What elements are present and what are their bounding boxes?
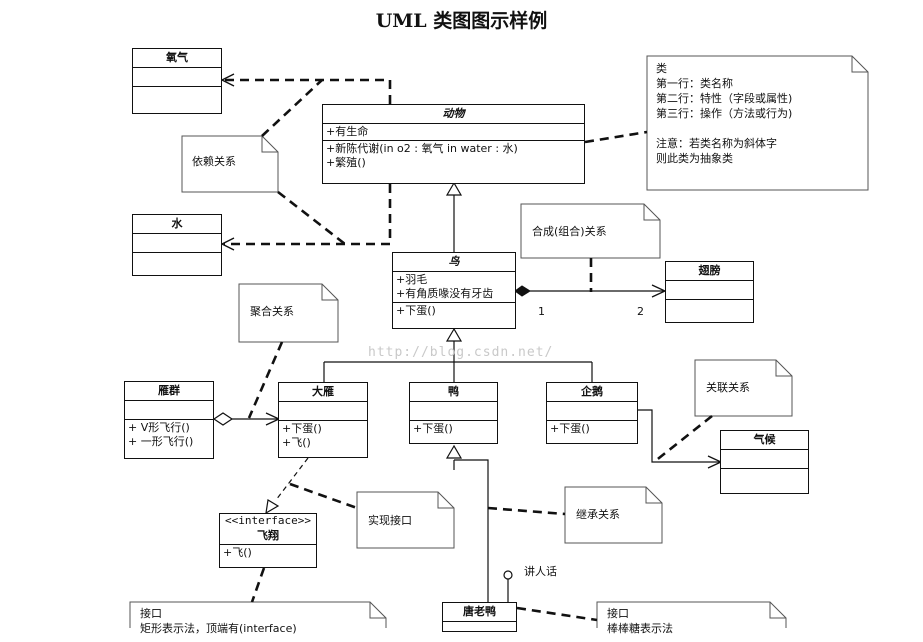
class-animal-name: 动物 [323, 105, 584, 124]
animal-attribute: +有生命 [326, 125, 369, 138]
fly-operation: +飞() [223, 546, 252, 559]
class-goose: 大雁 +下蛋() +飞() [278, 382, 368, 458]
realization-triangle [265, 499, 280, 515]
inheritance-note: 继承关系 [576, 508, 620, 521]
lollipop-note: 接口 棒棒糖表示法 [607, 607, 673, 635]
inheritance-triangle-animal [445, 181, 463, 196]
class-fly-name: 飞翔 [220, 528, 316, 545]
class-flock-name: 雁群 [125, 382, 213, 401]
class-note-shape [646, 55, 869, 191]
goose-operation: +下蛋() [282, 422, 322, 435]
dependency-note: 依赖关系 [192, 155, 236, 168]
inheritance-triangle-bird [445, 327, 463, 342]
class-water-name: 水 [133, 215, 221, 234]
aggregation-diamond [212, 412, 234, 426]
diagram-title: UML 类图图示样例 [375, 10, 548, 32]
lollipop-interface [503, 570, 513, 580]
association-note: 关联关系 [706, 381, 750, 394]
composition-note-shape [520, 203, 661, 259]
class-wing: 翅膀 [665, 261, 754, 323]
class-duck: 鸭 +下蛋() [409, 382, 498, 444]
connectors-layer [129, 55, 869, 628]
bird-attribute: +有角质喙没有牙齿 [396, 287, 494, 300]
class-bird: 鸟 +羽毛 +有角质喙没有牙齿 +下蛋() [392, 252, 516, 329]
multiplicity-2: 2 [637, 305, 644, 318]
composition-note: 合成(组合)关系 [532, 225, 607, 238]
multiplicity-1: 1 [538, 305, 545, 318]
class-animal: 动物 +有生命 +新陈代谢(in o2 : 氧气 in water : 水) +… [322, 104, 585, 184]
duck-operation: +下蛋() [413, 422, 453, 435]
watermark: http://blog.csdn.net/ [368, 345, 554, 360]
class-penguin-name: 企鹅 [547, 383, 637, 402]
class-wing-name: 翅膀 [666, 262, 753, 281]
class-penguin: 企鹅 +下蛋() [546, 382, 638, 444]
class-goose-name: 大雁 [279, 383, 367, 402]
aggregation-note-shape [238, 283, 339, 343]
interface-stereotype: <<interface>> [224, 514, 312, 527]
class-donald-name: 唐老鸭 [443, 603, 516, 622]
lollipop-label: 讲人话 [524, 565, 557, 578]
class-fly-interface: <<interface>> 飞翔 +飞() [219, 513, 317, 568]
interface-note: 接口 矩形表示法，顶端有(interface) [140, 607, 297, 635]
interface-note-shape [129, 601, 387, 628]
class-climate: 气候 [720, 430, 809, 494]
realization-note: 实现接口 [368, 514, 412, 527]
class-flock: 雁群 + V形飞行() + 一形飞行() [124, 381, 214, 459]
class-bird-name: 鸟 [393, 253, 515, 272]
dependency-note-shape [181, 135, 279, 193]
realization-note-shape [356, 491, 455, 549]
class-climate-name: 气候 [721, 431, 808, 450]
bird-operation: +下蛋() [396, 304, 436, 317]
class-duck-name: 鸭 [410, 383, 497, 402]
goose-operation: +飞() [282, 436, 311, 449]
composition-diamond [514, 285, 531, 297]
penguin-operation: +下蛋() [550, 422, 590, 435]
association-note-shape [694, 359, 793, 417]
class-donald-duck: 唐老鸭 [442, 602, 517, 632]
animal-operation: +新陈代谢(in o2 : 氧气 in water : 水) [326, 142, 518, 155]
animal-operation: +繁殖() [326, 156, 366, 169]
class-oxygen: 氧气 [132, 48, 222, 114]
class-oxygen-name: 氧气 [133, 49, 221, 68]
lollipop-note-shape [596, 601, 787, 628]
class-note: 类 第一行：类名称 第二行：特性（字段或属性) 第三行：操作（方法或行为) 注意… [656, 62, 793, 165]
inheritance-triangle-duck [445, 444, 463, 459]
flock-operation: + V形飞行() [128, 421, 190, 434]
aggregation-note: 聚合关系 [250, 305, 294, 318]
class-water: 水 [132, 214, 222, 276]
flock-operation: + 一形飞行() [128, 435, 194, 448]
inheritance-note-shape [564, 486, 663, 544]
bird-attribute: +羽毛 [396, 273, 428, 286]
